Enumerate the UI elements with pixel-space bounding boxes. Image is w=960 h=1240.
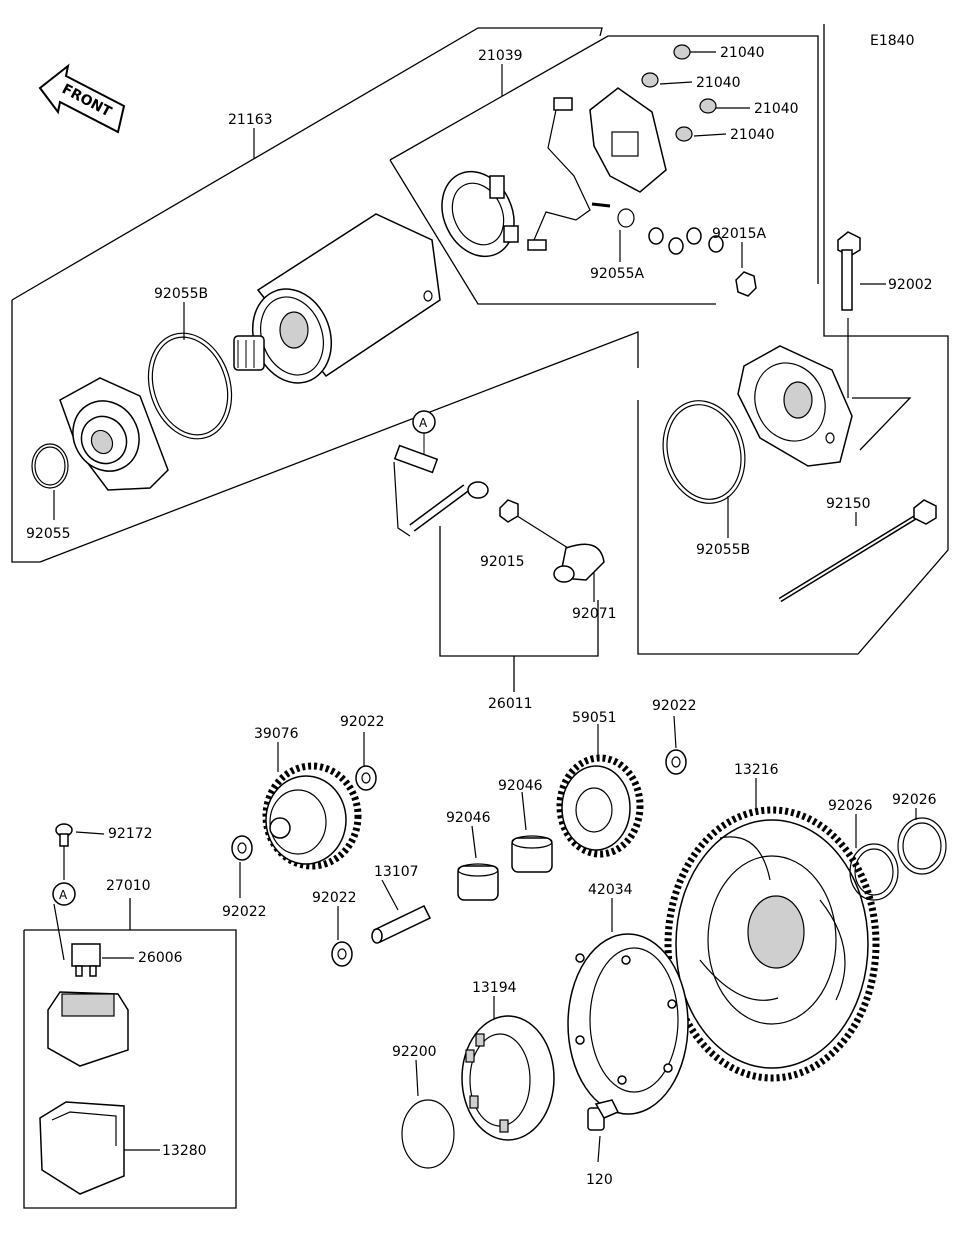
callout-26011: 26011 (488, 696, 533, 712)
callout-92046-a: 92046 (498, 778, 543, 794)
callout-21040-c: 21040 (754, 101, 799, 117)
callout-21040-b: 21040 (696, 75, 741, 91)
callout-13107: 13107 (374, 864, 419, 880)
washer-92022-b (231, 835, 253, 861)
brush-holder-ring (441, 170, 519, 258)
starter-gear-59051 (556, 754, 644, 858)
brush-spring-21040 (641, 44, 717, 142)
callout-92015: 92015 (480, 554, 525, 570)
ref-marker-a-top: A (412, 410, 436, 462)
one-way-clutch-13194 (461, 1015, 555, 1141)
callout-92026-b: 92026 (892, 792, 937, 808)
bolt-120 (587, 1099, 620, 1131)
callout-92002: 92002 (888, 277, 933, 293)
callout-120: 120 (586, 1172, 613, 1188)
o-ring-92055b-right (662, 400, 746, 504)
callout-13216: 13216 (734, 762, 779, 778)
relay-assembly-outline (23, 898, 237, 1209)
diagram-code: E1840 (870, 33, 914, 49)
callout-92055b-top: 92055B (154, 286, 208, 302)
o-ring-92055b-left (147, 332, 233, 440)
callout-92200: 92200 (392, 1044, 437, 1060)
callout-92046-b: 92046 (446, 810, 491, 826)
brush-plate (527, 87, 667, 251)
front-end-cover (59, 377, 169, 491)
callout-92022-a: 92022 (340, 714, 385, 730)
needle-bearing-92046-a (457, 863, 499, 901)
nut-92015 (499, 499, 519, 523)
washer-92022-d (665, 749, 687, 775)
washer-92022-a (355, 765, 377, 791)
shaft-13107 (371, 905, 432, 944)
callout-92055: 92055 (26, 526, 71, 542)
callout-27010: 27010 (106, 878, 151, 894)
callout-92055b-right: 92055B (696, 542, 750, 558)
through-bolt-92150 (778, 499, 937, 603)
washer-92026-b (897, 817, 947, 875)
callout-92022-b: 92022 (222, 904, 267, 920)
cable-assembly (393, 444, 489, 537)
callout-21040-d: 21040 (730, 127, 775, 143)
callout-26006: 26006 (138, 950, 183, 966)
ref-marker-a-bottom: A (52, 882, 76, 906)
washer-92200 (401, 1099, 455, 1169)
one-way-clutch-holder-42034 (567, 933, 689, 1115)
callout-39076: 39076 (254, 726, 299, 742)
callout-21039: 21039 (478, 48, 523, 64)
screw-92172 (55, 823, 73, 847)
callout-labels: 21163 21039 21040 21040 21040 21040 9205… (26, 45, 937, 1188)
front-arrow-icon: FRONT (38, 63, 126, 134)
callout-92026-a: 92026 (828, 798, 873, 814)
callout-92015a: 92015A (712, 226, 767, 242)
washer-92026-a (849, 843, 899, 901)
callout-42034: 42034 (588, 882, 633, 898)
callout-92022-d: 92022 (652, 698, 697, 714)
terminal-cap-92071 (553, 543, 605, 583)
callout-13280: 13280 (162, 1143, 207, 1159)
callout-21163: 21163 (228, 112, 273, 128)
callout-92055a: 92055A (590, 266, 645, 282)
callout-92172: 92172 (108, 826, 153, 842)
starter-motor-assembly-outline (11, 24, 949, 655)
idler-gear-39076 (262, 762, 362, 870)
starter-clutch-gear-13216 (664, 806, 880, 1082)
o-ring-92055 (31, 443, 69, 489)
washer-92022-c (331, 941, 353, 967)
fuse-26006 (71, 943, 101, 977)
callout-92150: 92150 (826, 496, 871, 512)
callout-92022-c: 92022 (312, 890, 357, 906)
motor-yoke (233, 213, 441, 384)
relay-cover-13280 (39, 1101, 125, 1195)
callout-92071: 92071 (572, 606, 617, 622)
needle-bearing-92046-b (511, 835, 553, 873)
starter-relay-27010 (47, 991, 129, 1067)
washer-set (617, 208, 757, 297)
ref-marker-a-top-label: A (419, 416, 428, 430)
callout-13194: 13194 (472, 980, 517, 996)
ref-marker-a-bottom-label: A (59, 888, 68, 902)
callout-59051: 59051 (572, 710, 617, 726)
rear-end-cover (737, 345, 853, 467)
bolt-92002 (837, 231, 861, 311)
callout-21040-a: 21040 (720, 45, 765, 61)
cable-assembly-bracket (439, 526, 599, 657)
